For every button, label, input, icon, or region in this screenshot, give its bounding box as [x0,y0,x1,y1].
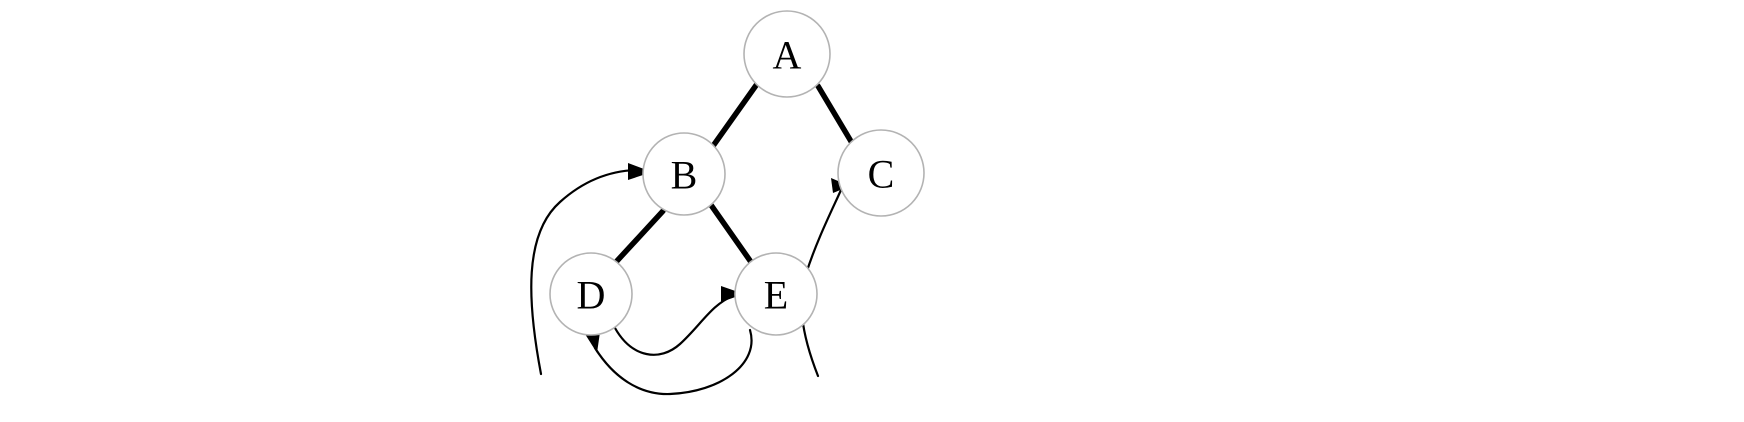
arrowhead-icon-d [585,332,600,353]
node-circle-e[interactable] [734,252,818,336]
node-circle-c[interactable] [837,129,925,217]
node-circle-d[interactable] [549,252,633,336]
graph-node-e[interactable]: E [734,252,818,336]
graph-node-c[interactable]: C [837,129,925,217]
arc-edge-to-b [530,168,642,376]
edge-b-e [708,202,754,265]
tree-edge-layer [613,81,855,265]
node-layer: A B C D E [549,10,925,336]
node-circle-a[interactable] [743,10,831,98]
arc-edge-to-e [613,294,735,356]
edge-b-d [613,208,666,265]
graph-node-b[interactable]: B [642,132,726,216]
arc-edge-to-d [593,328,753,396]
graph-node-d[interactable]: D [549,252,633,336]
node-circle-b[interactable] [642,132,726,216]
arrowhead-icon-b [628,163,652,180]
graph-node-a[interactable]: A [743,10,831,98]
edge-a-c [815,83,855,146]
edge-a-b [710,81,760,149]
arrowhead-icon-e [721,286,744,302]
